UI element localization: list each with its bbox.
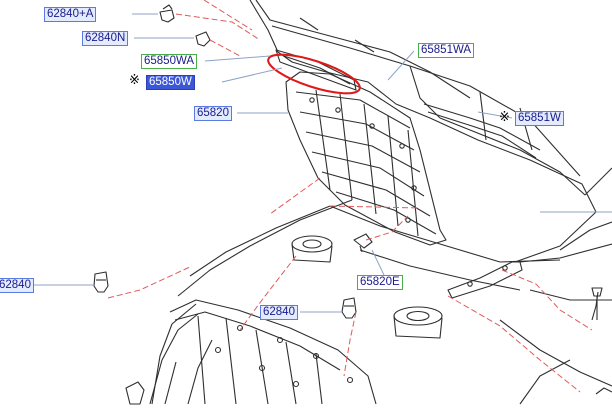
callout-65820[interactable]: 65820	[194, 106, 232, 121]
callout-65850w[interactable]: 65850W	[146, 75, 195, 90]
highlight-oval	[267, 53, 361, 95]
bolt-right	[591, 287, 603, 320]
rubber-stop-62840n	[195, 31, 211, 47]
rubber-stop-62840-plus-a	[159, 4, 175, 23]
callout-62840-plus-a[interactable]: 62840+A	[44, 7, 97, 22]
phantom-lines	[107, 0, 593, 393]
asterisk-marker-65851w: ※	[499, 110, 510, 125]
callout-65820e[interactable]: 65820E	[357, 275, 403, 290]
leader-lines	[30, 13, 612, 313]
callout-65851wa[interactable]: 65851WA	[418, 43, 475, 58]
hood-panel	[249, 0, 597, 263]
hood-insulator	[285, 71, 447, 246]
hood-front-seal	[423, 103, 541, 159]
rubber-stop-62840-center	[341, 297, 357, 319]
asterisk-marker-65850w: ※	[129, 73, 140, 88]
engine-bay	[125, 167, 612, 405]
callout-65851w[interactable]: 65851W	[515, 111, 564, 126]
callout-62840-center[interactable]: 62840	[260, 305, 298, 320]
rubber-stop-62840-left	[93, 271, 109, 293]
callout-62840n[interactable]: 62840N	[82, 31, 129, 46]
callout-62840-left[interactable]: 62840	[0, 278, 34, 293]
callout-65850wa[interactable]: 65850WA	[141, 54, 198, 69]
hood-stay-clip-65820e	[353, 233, 373, 253]
